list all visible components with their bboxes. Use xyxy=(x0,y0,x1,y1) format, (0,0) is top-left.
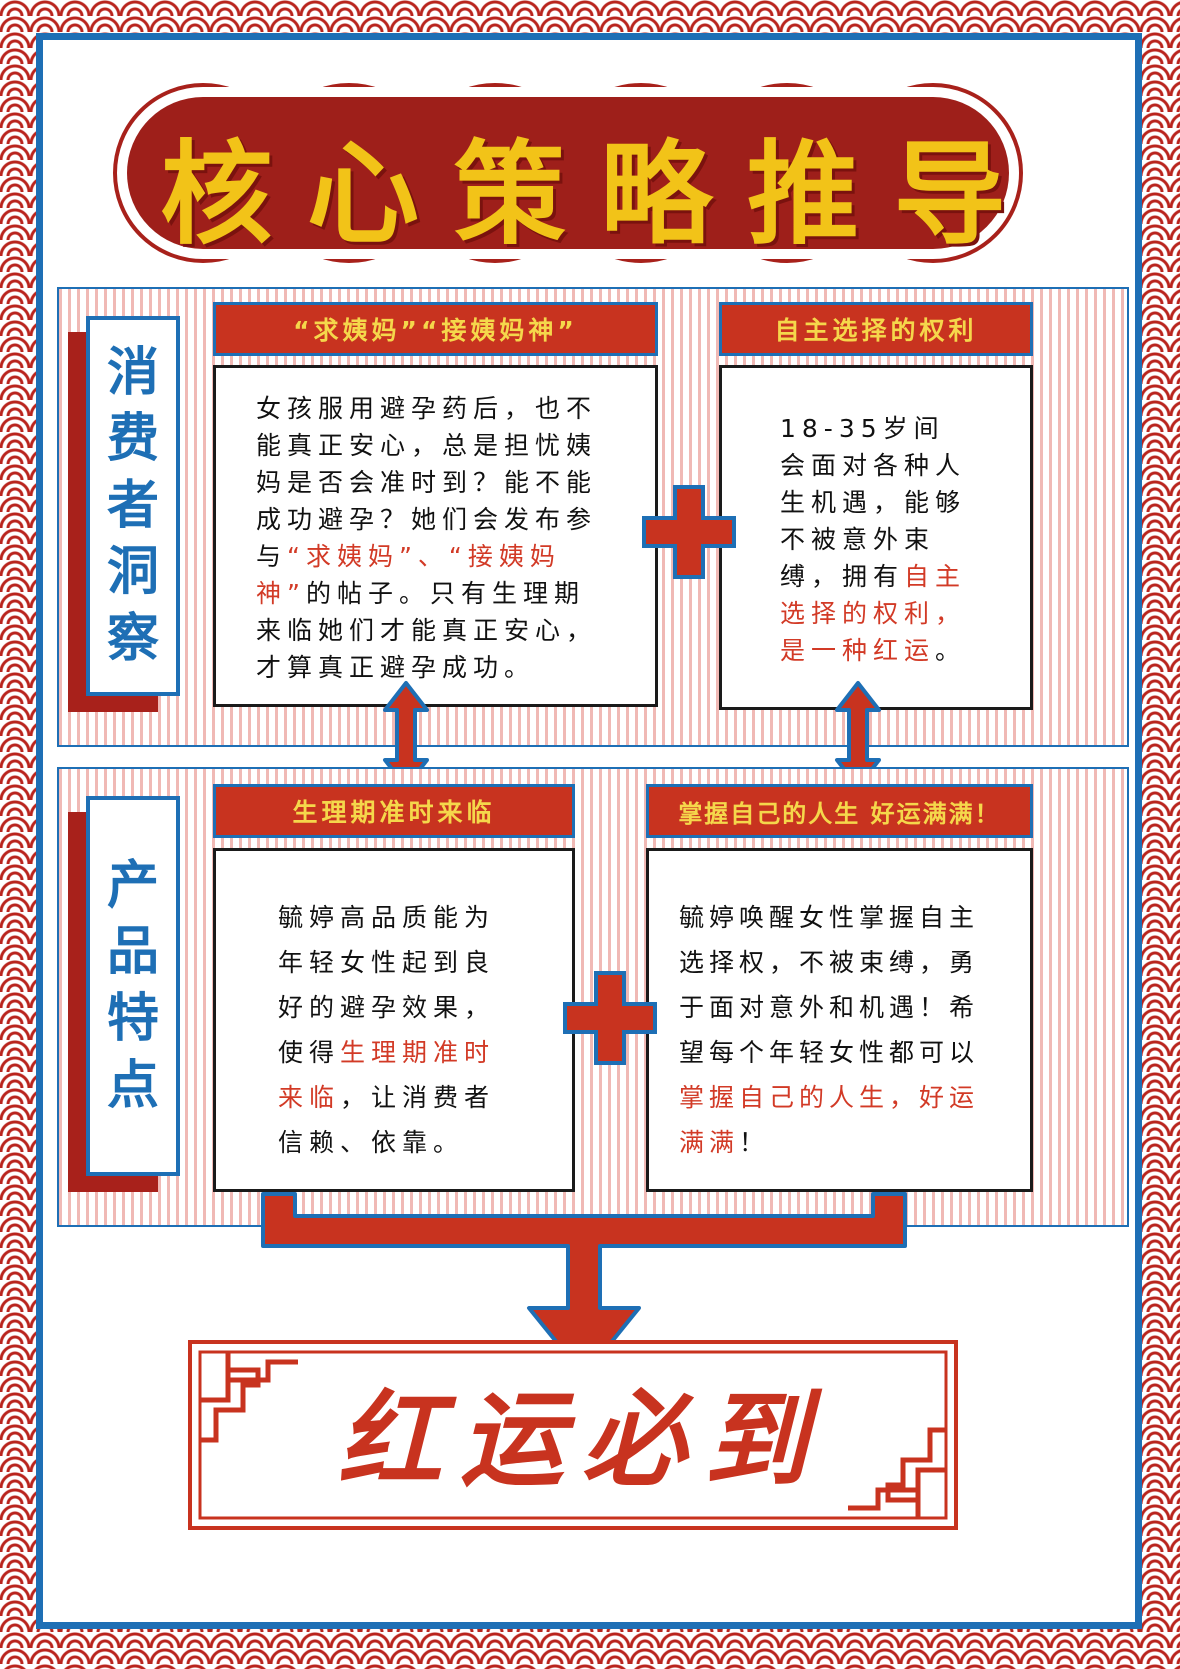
side-label-char: 特 xyxy=(106,989,159,1049)
card-product-left: 毓婷高品质能为年轻女性起到良好的避孕效果，使得生理期准时来临，让消费者信赖、依靠… xyxy=(213,848,575,1192)
card-consumer-right: 18-35岁间会面对各种人生机遇，能够不被意外束缚，拥有自主选择的权利，是一种红… xyxy=(719,365,1033,710)
card-text-highlight: 掌握自己的人生，好运满满 xyxy=(679,1083,980,1157)
banner-frame xyxy=(188,1340,958,1530)
card-consumer-left: 女孩服用避孕药后，也不能真正安心，总是担忧姨妈是否会准时到？能不能成功避孕？她们… xyxy=(213,365,658,707)
card-product-right: 毓婷唤醒女性掌握自主选择权，不被束缚，勇于面对意外和机遇！希望每个年轻女性都可以… xyxy=(646,848,1033,1192)
card-text: 毓婷唤醒女性掌握自主选择权，不被束缚，勇于面对意外和机遇！希望每个年轻女性都可以 xyxy=(679,903,980,1067)
title-char: 策 xyxy=(453,130,566,260)
card-text-highlight: “求姨妈”、“接姨妈神” xyxy=(256,542,561,608)
title-char: 导 xyxy=(893,130,1006,260)
card-heading: 生理期准时来临 xyxy=(213,784,575,838)
card-text-highlight: 自主选择的权利，是一种红运 xyxy=(780,562,967,665)
title-char: 心 xyxy=(306,130,419,260)
page-title: 核 心 策 略 推 导 xyxy=(143,110,1023,280)
side-label-char: 点 xyxy=(106,1055,159,1116)
title-scallop-badge xyxy=(113,83,1023,263)
side-label-char: 消 xyxy=(106,342,159,403)
card-text: 18-35岁间会面对各种人生机遇，能够不被意外束缚，拥有 xyxy=(780,414,967,591)
card-text: 女孩服用避孕药后，也不能真正安心，总是担忧姨妈是否会准时到？能不能成功避孕？她们… xyxy=(256,394,598,571)
card-text-highlight: 生理期准时来临 xyxy=(278,1038,496,1112)
card-text: 。 xyxy=(935,636,967,665)
banner-char: 运 xyxy=(459,1378,564,1501)
side-label-char: 产 xyxy=(106,855,159,916)
side-label-char: 品 xyxy=(106,922,159,983)
side-label-char: 者 xyxy=(106,475,159,536)
title-char: 推 xyxy=(746,130,859,260)
side-label-consumer-insight: 消 费 者 洞 察 xyxy=(86,316,180,696)
card-heading: 自主选择的权利 xyxy=(719,302,1033,356)
card-text: 的帖子。只有生理期来临她们才能真正安心，才算真正避孕成功。 xyxy=(256,579,598,682)
banner-char: 红 xyxy=(337,1378,442,1501)
card-heading: 掌握自己的人生 好运满满！ xyxy=(646,784,1033,838)
banner-char: 到 xyxy=(704,1378,809,1501)
banner-char: 必 xyxy=(582,1378,687,1501)
side-label-product-feature: 产 品 特 点 xyxy=(86,796,180,1176)
plus-icon xyxy=(563,971,657,1065)
poster-frame: 核 心 策 略 推 导 消 费 者 洞 察 “求姨妈”“接姨妈神” 女孩服用避孕… xyxy=(36,33,1142,1629)
banner-slogan: 红 运 必 到 xyxy=(188,1370,958,1510)
title-char: 核 xyxy=(160,130,273,260)
card-text: ！ xyxy=(739,1128,770,1157)
title-char: 略 xyxy=(600,130,713,260)
side-label-char: 察 xyxy=(106,608,159,669)
card-text: 毓婷高品质能为年轻女性起到良好的避孕效果，使得 xyxy=(278,903,496,1067)
card-text: ，让消费者信赖、依靠。 xyxy=(278,1083,496,1157)
plus-icon xyxy=(642,485,736,579)
side-label-char: 洞 xyxy=(106,542,159,603)
card-heading: “求姨妈”“接姨妈神” xyxy=(213,302,658,356)
merge-arrow-icon xyxy=(261,1192,907,1378)
side-label-char: 费 xyxy=(106,409,159,470)
